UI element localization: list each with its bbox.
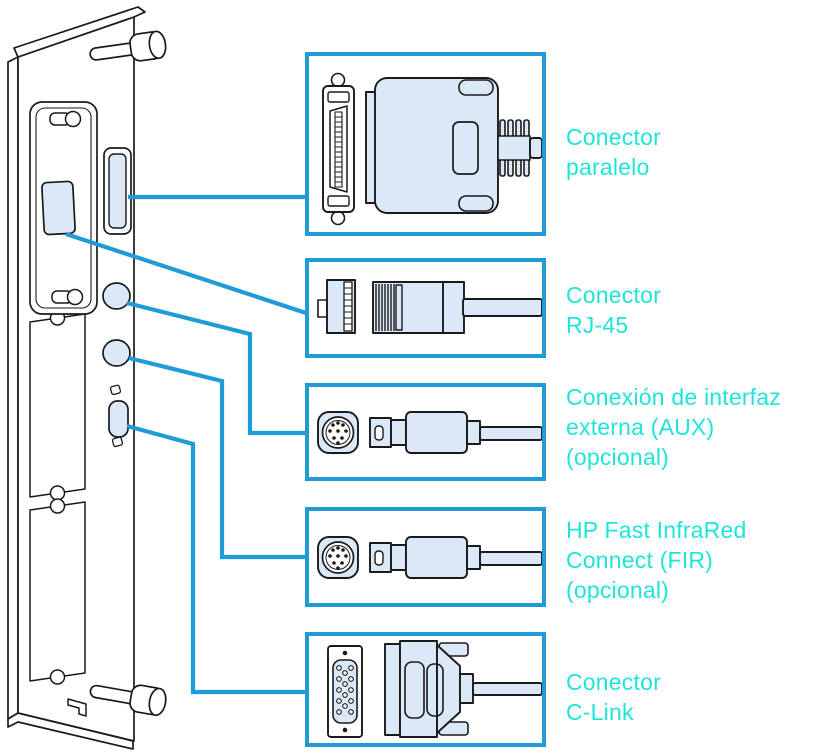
parallel-plug	[365, 77, 542, 214]
label-fir: HP Fast InfraRed Connect (FIR) (opcional…	[566, 517, 747, 603]
label-rj45: Conector RJ-45	[566, 282, 661, 338]
mini-din-connector-illustration	[317, 536, 542, 579]
mini-din-connector-illustration	[317, 411, 542, 454]
callout-box-clink	[305, 632, 546, 747]
callout-line-aux	[126, 300, 309, 436]
callout-line-rj45	[65, 232, 310, 316]
cable	[462, 298, 542, 317]
callout-box-aux	[305, 383, 546, 481]
label-parallel: Conector paralelo	[566, 124, 661, 180]
parallel-connector-illustration	[322, 72, 542, 226]
top-thumbscrew	[89, 30, 167, 62]
cable	[479, 551, 542, 566]
panel-clink-port	[108, 384, 129, 448]
mini-din-plug	[369, 411, 542, 454]
callout-box-fir	[305, 507, 546, 607]
bottom-thumbscrew	[89, 684, 167, 717]
slot-cover-2	[29, 498, 86, 685]
cable	[472, 682, 542, 696]
callout-box-rj45	[305, 258, 546, 358]
cable	[529, 137, 542, 159]
label-clink: Conector C-Link	[566, 669, 661, 725]
rj45-plug	[372, 281, 542, 334]
panel-aux-port	[102, 282, 131, 310]
label-aux: Conexión de interfaz externa (AUX) (opci…	[566, 384, 781, 470]
eio-slot-cover-plate	[41, 180, 76, 236]
eio-slot-bracket	[29, 101, 98, 315]
cable-strain-relief	[497, 119, 531, 177]
slot-cover-1	[29, 310, 86, 501]
mini-din-socket	[317, 411, 359, 454]
c-link-connector-illustration	[327, 640, 542, 738]
callout-lines	[65, 194, 310, 695]
panel-fir-port	[102, 339, 131, 367]
c-link-socket	[327, 645, 363, 738]
rj45-connector-illustration	[317, 279, 542, 334]
callout-line-fir	[128, 355, 309, 560]
callout-line-clink	[126, 423, 309, 695]
panel-parallel-port	[103, 147, 132, 235]
mini-centronics-socket	[322, 72, 355, 226]
mini-din-plug	[369, 536, 542, 579]
c-link-plug	[384, 640, 542, 738]
panel-bottom-tab	[67, 698, 87, 717]
mini-din-socket	[317, 536, 359, 579]
callout-box-parallel	[305, 52, 546, 236]
cable	[479, 426, 542, 441]
rj45-jack	[317, 279, 356, 334]
